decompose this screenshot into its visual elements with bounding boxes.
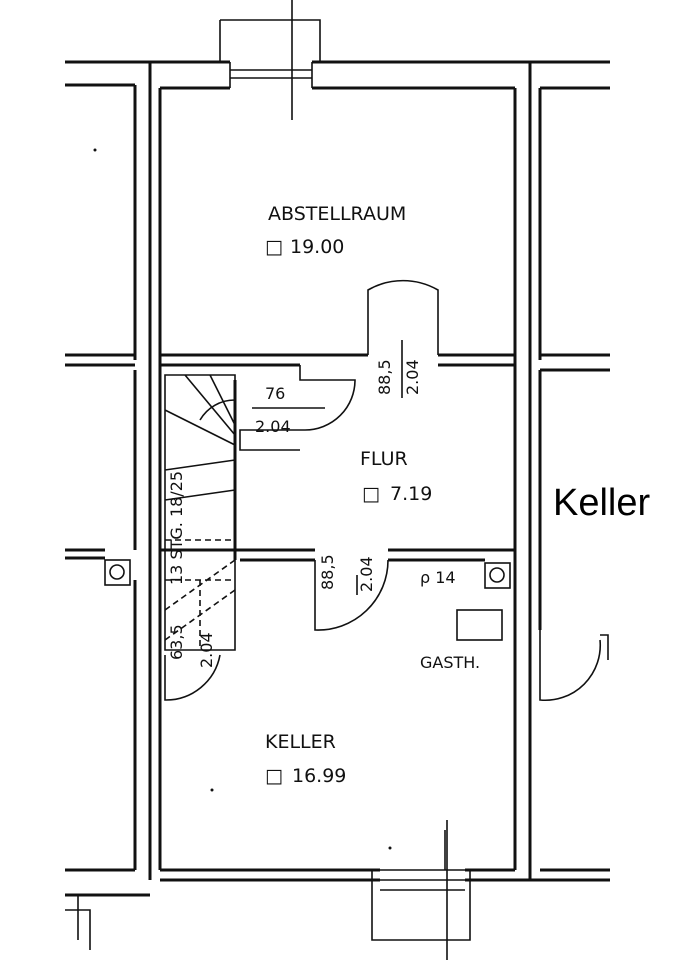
- door-width: 88,5: [318, 554, 337, 590]
- fixtures: [93, 148, 511, 850]
- door-height: 2.04: [197, 632, 216, 668]
- room-area-flur: 7.19: [390, 483, 432, 505]
- room-area-abstellraum: 19.00: [290, 236, 344, 258]
- door-height: 2.04: [403, 359, 422, 395]
- walls: [65, 0, 610, 960]
- stair: [164, 374, 236, 651]
- doors: [164, 279, 609, 702]
- door-width: 63,5: [167, 624, 186, 660]
- area-symbol: □: [362, 483, 380, 505]
- room-name-abstellraum: ABSTELLRAUM: [268, 203, 406, 225]
- stair-label: 13 STG. 18/25: [167, 471, 186, 585]
- area-symbol: □: [265, 765, 283, 787]
- room-area-keller: 16.99: [292, 765, 346, 787]
- gas-heater-label: GASTH.: [420, 653, 480, 672]
- area-symbol: □: [265, 236, 283, 258]
- door-width: 88,5: [375, 359, 394, 395]
- door-height: 2.04: [357, 556, 376, 592]
- caption: Keller: [553, 482, 651, 524]
- room-name-flur: FLUR: [360, 448, 408, 470]
- gas-heater: [456, 609, 503, 641]
- room-name-keller: KELLER: [265, 731, 336, 753]
- chimney-label: ρ 14: [420, 568, 456, 587]
- door-height: 2.04: [255, 417, 291, 436]
- door-width: 76: [265, 384, 285, 403]
